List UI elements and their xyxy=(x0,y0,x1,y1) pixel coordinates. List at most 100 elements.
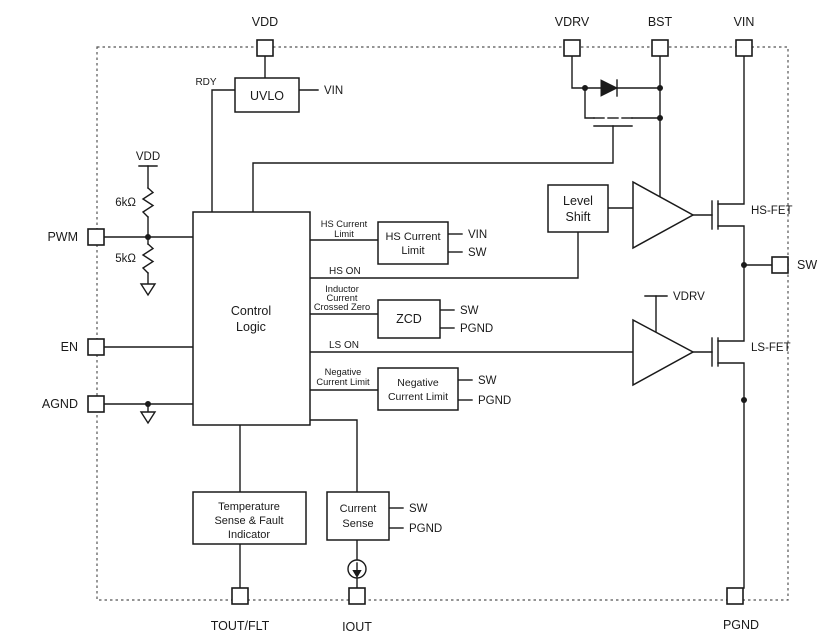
net-label-divider-vdd: VDD xyxy=(136,151,160,163)
pin-label-agnd: AGND xyxy=(42,397,78,411)
ls-gate-driver-triangle xyxy=(632,318,695,387)
level-shift-label-1: Level xyxy=(563,194,593,208)
control-logic-block xyxy=(192,211,311,426)
current-sense-block xyxy=(326,491,390,541)
bootstrap-switch-fet-icon xyxy=(593,117,633,127)
pin-vdd xyxy=(256,39,274,57)
pin-label-pgnd: PGND xyxy=(723,618,759,632)
out-hscl-sw: SW xyxy=(468,247,487,259)
pin-label-en: EN xyxy=(61,340,78,354)
level-shift-label-2: Shift xyxy=(565,210,591,224)
pin-agnd xyxy=(87,395,105,413)
resistor-5k-zigzag xyxy=(141,243,155,274)
sig-neg-current-limit-2: Current Limit xyxy=(316,377,370,387)
resistor-5k-label: 5kΩ xyxy=(115,253,136,265)
pin-iout xyxy=(348,587,366,605)
pin-label-vdd: VDD xyxy=(252,15,278,29)
junction-dot xyxy=(582,85,588,91)
pin-vdrv xyxy=(563,39,581,57)
pin-vin xyxy=(735,39,753,57)
hs-current-limit-block xyxy=(377,221,449,265)
hs-gate-driver-triangle xyxy=(632,180,695,250)
wire-vdrv-feed xyxy=(571,55,586,89)
pin-label-bst: BST xyxy=(648,15,673,29)
resistor-6k-zigzag xyxy=(141,187,155,218)
wire-vin-hsfet-drain xyxy=(717,55,745,205)
temperature-sense-label-1: Temperature xyxy=(218,501,280,513)
out-zcd-pgnd: PGND xyxy=(460,323,493,335)
junction-dot xyxy=(145,401,151,407)
sig-zcd-3: Crossed Zero xyxy=(314,302,370,312)
hs-current-limit-label-1: HS Current xyxy=(385,231,440,243)
net-label-ls-vdrv: VDRV xyxy=(673,291,705,303)
temperature-sense-label-3: Indicator xyxy=(228,529,271,541)
temperature-sense-block xyxy=(192,491,307,545)
uvlo-label: UVLO xyxy=(250,89,284,103)
negative-current-limit-block xyxy=(377,367,459,411)
sig-hs-on: HS ON xyxy=(329,266,361,277)
ls-fet-icon xyxy=(711,337,719,367)
wire-hsfet-source-lsfet-drain xyxy=(717,225,745,342)
hs-current-limit-label-2: Limit xyxy=(401,245,424,257)
control-logic-label-2: Logic xyxy=(236,320,266,334)
wire-rdy xyxy=(211,89,236,213)
junction-dot xyxy=(741,397,747,403)
uvlo-block xyxy=(234,77,300,113)
pin-label-vin: VIN xyxy=(734,15,755,29)
hs-fet-icon xyxy=(711,200,719,230)
out-negcl-sw: SW xyxy=(478,375,497,387)
net-label-rdy: RDY xyxy=(195,77,216,88)
sig-hs-current-limit-1: HS Current xyxy=(321,219,368,229)
out-zcd-sw: SW xyxy=(460,305,479,317)
level-shift-block xyxy=(547,184,609,233)
pin-label-tout-flt: TOUT/FLT xyxy=(211,619,270,633)
sig-ls-on: LS ON xyxy=(329,340,359,351)
wire-bst-switch-gate xyxy=(252,125,614,213)
hs-fet-label: HS-FET xyxy=(751,205,793,217)
sig-neg-current-limit-1: Negative xyxy=(325,367,362,377)
current-sense-label-2: Sense xyxy=(342,518,373,530)
zcd-block xyxy=(377,299,441,339)
bootstrap-diode-icon xyxy=(600,79,619,97)
wire-hs-on xyxy=(309,231,579,279)
sig-hs-current-limit-2: Limit xyxy=(334,229,354,239)
ic-boundary xyxy=(96,46,789,601)
pin-label-pwm: PWM xyxy=(47,230,78,244)
wire-current-sense-link xyxy=(309,419,358,493)
current-source-icon xyxy=(347,559,367,579)
current-source-arrowhead xyxy=(352,570,362,578)
pin-sw xyxy=(771,256,789,274)
ground-icon xyxy=(139,283,157,297)
sig-zcd-1: Inductor xyxy=(325,284,359,294)
pin-label-vdrv: VDRV xyxy=(555,15,590,29)
wires xyxy=(103,55,773,589)
ground-icon xyxy=(139,411,157,425)
wire-lsfet-source-pgnd xyxy=(717,362,745,589)
out-cs-sw: SW xyxy=(409,503,428,515)
temperature-sense-label-2: Sense & Fault xyxy=(214,515,283,527)
junction-dot xyxy=(657,85,663,91)
resistor-5k xyxy=(141,243,155,274)
pin-tout-flt xyxy=(231,587,249,605)
diode-triangle xyxy=(600,79,619,97)
pin-pwm xyxy=(87,228,105,246)
sig-zcd-2: Current xyxy=(326,293,357,303)
ls-fet-label: LS-FET xyxy=(751,342,791,354)
pin-pgnd xyxy=(726,587,744,605)
junction-dot xyxy=(741,262,747,268)
control-logic-label-1: Control xyxy=(231,304,271,318)
current-sense-label-1: Current xyxy=(340,503,377,515)
pin-en xyxy=(87,338,105,356)
pin-bst xyxy=(651,39,669,57)
out-negcl-pgnd: PGND xyxy=(478,395,511,407)
out-cs-pgnd: PGND xyxy=(409,523,442,535)
zcd-label: ZCD xyxy=(396,312,422,326)
resistor-6k xyxy=(141,187,155,218)
junction-dot xyxy=(657,115,663,121)
out-hscl-vin: VIN xyxy=(468,229,487,241)
negative-current-limit-label-2: Current Limit xyxy=(388,391,448,403)
pin-label-iout: IOUT xyxy=(342,620,372,634)
net-label-uvlo-vin: VIN xyxy=(324,85,343,97)
